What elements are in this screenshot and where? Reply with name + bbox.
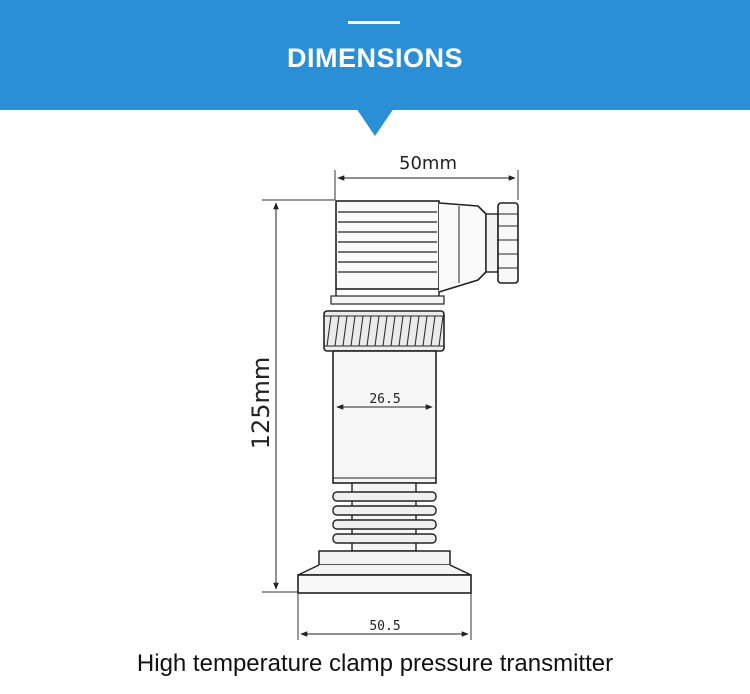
dimension-height-label: 125mm xyxy=(247,357,275,450)
dimension-flange-width: 50.5 xyxy=(297,593,472,640)
product-caption: High temperature clamp pressure transmit… xyxy=(136,650,614,677)
dimension-top-width: 50mm xyxy=(334,153,519,200)
header-banner: DIMENSIONS xyxy=(0,0,750,110)
header-pointer-notch xyxy=(356,108,394,136)
knurled-nut xyxy=(323,310,445,352)
connector-head xyxy=(330,200,519,305)
dimension-body-diameter-label: 26.5 xyxy=(369,392,400,407)
clamp-flange xyxy=(297,550,472,594)
dimension-flange-width-label: 50.5 xyxy=(369,619,400,634)
transmitter-body: 26.5 xyxy=(332,350,437,484)
cooling-fins xyxy=(332,482,437,552)
header-divider-line xyxy=(348,21,400,24)
dimension-height: 125mm xyxy=(247,199,335,593)
page-title: DIMENSIONS xyxy=(286,43,464,73)
dimension-top-width-label: 50mm xyxy=(399,153,457,174)
